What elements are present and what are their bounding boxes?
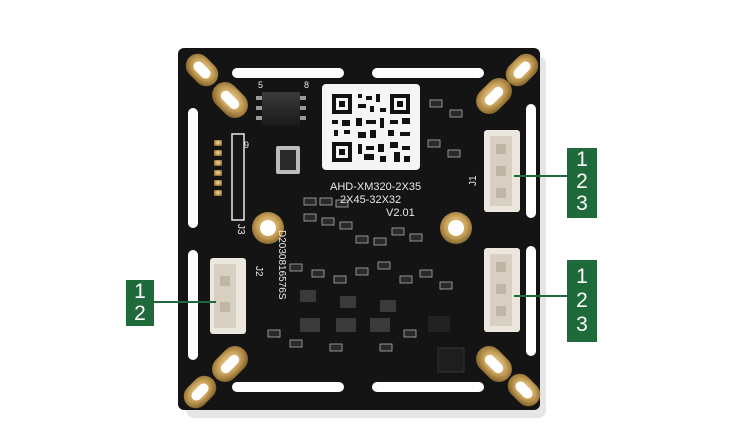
board-model-text: AHD-XM320-2X35 [330,181,421,193]
mounting-pads [183,53,541,409]
pin-number: 2 [134,302,146,325]
pin-number: 1 [576,148,588,171]
board-version-text: V2.01 [386,207,415,219]
leader-lines [154,175,568,303]
silk-j3: J3 [235,224,246,235]
silk-pin-8: 8 [304,80,309,90]
connector-j4 [484,248,520,332]
pin-number: 3 [576,313,588,336]
connector-j1 [484,130,520,212]
pin-number: 1 [576,265,588,288]
pin-number: 2 [576,289,588,312]
pin-number: 1 [134,280,146,303]
connector-j2 [210,258,246,334]
pin-number: 3 [576,192,588,215]
lens-mount-holes [252,212,472,244]
components [214,92,465,373]
silk-j1: J1 [468,175,479,186]
board-size-text: 2X45-32X32 [340,194,401,206]
silk-j2: J2 [253,266,264,277]
board-serial-text: D2030816576S [276,230,287,300]
pin-label-j2: 1 2 [126,280,154,326]
silk-pin-5: 5 [258,80,263,90]
board-slots [188,68,536,392]
pin-label-j4: 1 2 3 [567,260,597,342]
pin-label-j1: 1 2 3 [567,148,597,218]
silk-pin-9: 9 [244,140,249,150]
qr-code-label [322,84,420,170]
pin-number: 2 [576,170,588,193]
